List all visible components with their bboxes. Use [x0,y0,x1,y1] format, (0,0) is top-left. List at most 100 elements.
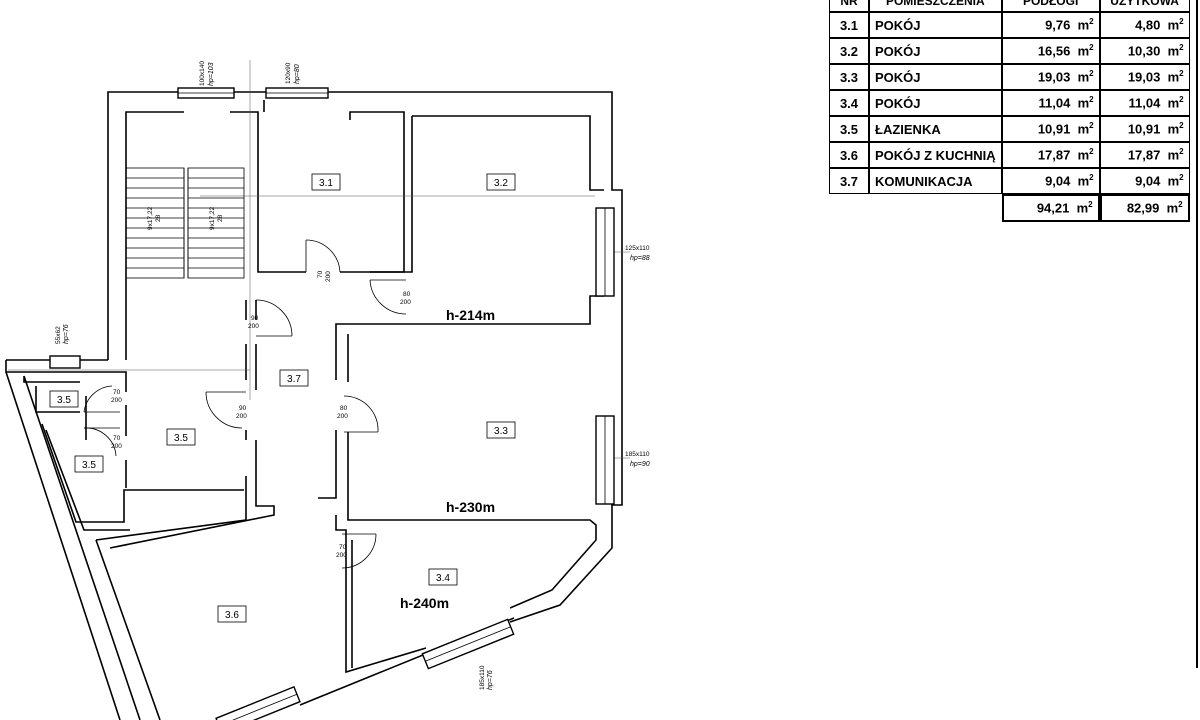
door-width-label: 70 [113,435,121,442]
svg-text:3.5: 3.5 [82,460,96,471]
unit-label: m [1167,121,1180,137]
svg-text:3.4: 3.4 [436,573,450,584]
door [83,427,120,457]
stair-label: 9x17,22 [209,206,216,230]
unit-label: m [1167,147,1180,163]
door-width-label: 70 [339,544,347,551]
room-name-cell: POKÓJ [869,12,1002,38]
floor-area-cell-value: 16,56 [1037,43,1071,59]
usable-area-cell: 17,87 m2 [1099,142,1190,168]
unit-label: m [1077,95,1090,111]
room-number-cell: 3.1 [829,12,869,38]
door [205,391,246,429]
total-floor-area: 94,21 m2 [1001,194,1100,222]
unit-label: m [1166,200,1179,216]
unit-label: m [1077,17,1090,33]
door-width-label: 90 [239,405,247,412]
window-hp-label: hp=88 [630,255,650,262]
usable-area-cell: 10,91 m2 [1099,116,1190,142]
window-size-label: 185x110 [625,451,650,458]
room-number-cell: 3.2 [829,38,869,64]
window [595,207,615,297]
unit-label: m [1167,17,1180,33]
floor-area-cell-value: 9,76 [1045,17,1071,33]
window-size-label: 185x110 [479,665,486,690]
door-height-label: 200 [336,552,347,559]
unit-label: m [1077,43,1090,59]
room-name-cell: ŁAZIENKA [869,116,1002,142]
door-height-label: 200 [337,413,348,420]
usable-area-cell: 9,04 m2 [1099,168,1190,194]
room-3-3: 3.3 [486,421,516,439]
room-3-5: 3.5 [166,428,196,446]
svg-text:3.1: 3.1 [319,178,333,189]
door-width-label: 80 [403,291,411,298]
door-width-label: 70 [317,270,324,278]
ceiling-height-label: h-240m [400,595,449,611]
floor-area-cell: 19,03 m2 [1001,64,1100,90]
unit-exponent: 2 [1089,147,1094,157]
unit-exponent: 2 [1179,17,1184,27]
unit-exponent: 2 [1088,200,1093,210]
room-name-cell: POKÓJ Z KUCHNIĄ [869,142,1002,168]
page-border [1196,0,1198,668]
window [421,618,515,670]
svg-text:3.3: 3.3 [494,426,508,437]
window-size-label: 120x90 [285,62,292,84]
unit-exponent: 2 [1089,17,1094,27]
door [369,279,407,315]
floor-area-cell-value: 10,91 [1037,121,1071,137]
svg-text:3.5: 3.5 [174,433,188,444]
window [177,87,235,99]
usable-area-cell-value: 19,03 [1127,69,1161,85]
ceiling-height-label: h-214m [446,307,495,323]
header-nr: NR [829,0,869,12]
unit-label: m [1077,121,1090,137]
stair-label: 28 [155,214,162,222]
door-width-label: 80 [340,405,348,412]
window-hp-label: hp=76 [63,324,70,344]
door-width-label: 90 [251,315,259,322]
window-hp-label: hp=76 [487,670,494,690]
unit-exponent: 2 [1089,173,1094,183]
staircase [125,167,245,279]
exterior-walls [5,91,623,720]
floor-plan: 9x17,22 28 9x17,22 28 100x140 hp=103 120… [5,60,650,720]
unit-label: m [1077,69,1090,85]
door-height-label: 200 [248,323,259,330]
window-hp-label: hp=103 [208,62,215,86]
floor-area-cell-value: 17,87 [1037,147,1071,163]
door-height-label: 200 [400,299,411,306]
unit-label: m [1077,147,1090,163]
header-room-name: POMIESZCZENIA [869,0,1002,12]
usable-area-cell-value: 4,80 [1135,17,1161,33]
floor-area-cell-value: 9,04 [1045,173,1071,189]
window [215,685,301,720]
blank-cell [869,194,1002,222]
floor-area-cell: 17,87 m2 [1001,142,1100,168]
unit-exponent: 2 [1179,95,1184,105]
room-3-4: 3.4 [428,568,458,586]
door [341,533,377,569]
window-hp-label: hp=80 [294,64,301,84]
unit-exponent: 2 [1179,147,1184,157]
stair-label: 9x17,22 [147,206,154,230]
floor-area-cell: 9,76 m2 [1001,12,1100,38]
door [255,299,293,337]
room-number-cell: 3.3 [829,64,869,90]
usable-area-cell: 4,80 m2 [1099,12,1190,38]
unit-label: m [1077,173,1090,189]
unit-exponent: 2 [1179,121,1184,131]
unit-label: m [1167,69,1180,85]
door-height-label: 200 [111,443,122,450]
room-name-cell: POKÓJ [869,38,1002,64]
room-3-1: 3.1 [311,173,341,191]
floor-area-cell-value: 11,04 [1038,95,1071,111]
floor-area-cell: 9,04 m2 [1001,168,1100,194]
door-height-label: 200 [325,271,332,282]
